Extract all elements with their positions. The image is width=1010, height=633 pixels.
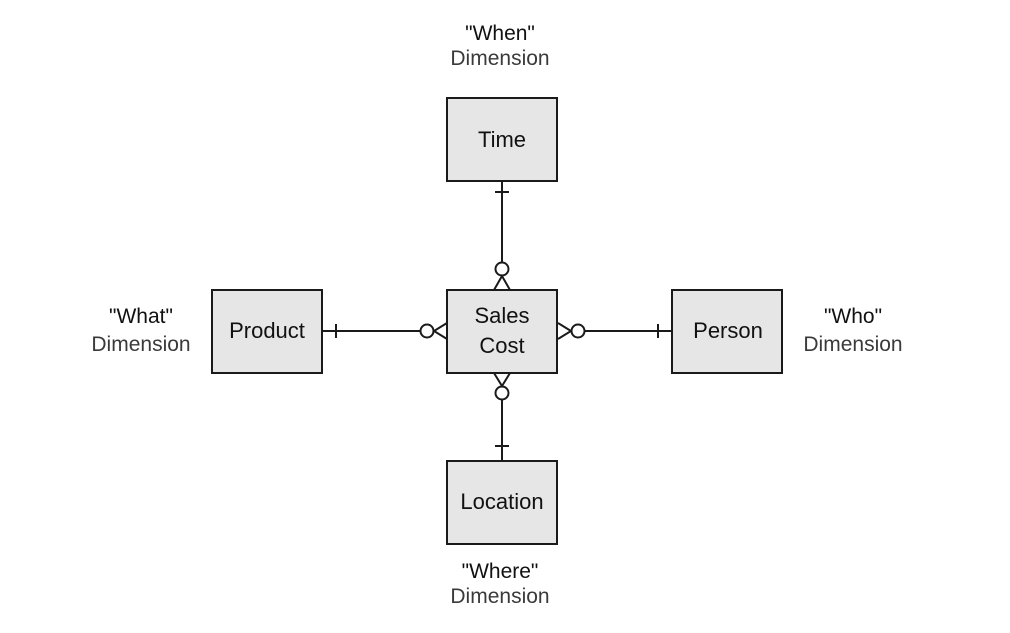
zero-marker — [570, 323, 586, 339]
entity-product: Product — [211, 289, 323, 374]
entity-sales-cost-line2: Cost — [479, 333, 524, 358]
relationship-location-sales — [493, 372, 511, 461]
relationship-product-sales — [322, 322, 448, 340]
caption-where-sub: Dimension — [450, 585, 549, 608]
caption-what-quote: "What" — [109, 305, 173, 328]
many-crowfoot — [432, 322, 448, 340]
entity-sales-cost-line1: Sales — [474, 303, 529, 328]
entity-time-label: Time — [478, 127, 526, 152]
caption-who: "Who" Dimension — [803, 305, 902, 356]
caption-when: "When" Dimension — [450, 22, 549, 70]
relationship-person-sales — [557, 322, 672, 340]
entity-person-box — [671, 289, 783, 374]
caption-who-quote: "Who" — [824, 305, 882, 328]
caption-where: "Where" Dimension — [450, 560, 549, 608]
entity-product-label: Product — [229, 318, 305, 343]
relationship-time-sales — [493, 181, 511, 291]
entity-sales-cost-box — [446, 289, 558, 374]
entity-location: Location — [446, 460, 558, 545]
zero-marker — [494, 261, 510, 277]
zero-marker — [494, 385, 510, 401]
caption-where-quote: "Where" — [462, 560, 539, 583]
many-crowfoot — [493, 273, 511, 291]
entity-person-label: Person — [693, 318, 763, 343]
entity-location-label: Location — [460, 489, 543, 514]
caption-when-sub: Dimension — [450, 47, 549, 70]
entity-sales-cost: Sales Cost — [446, 289, 558, 374]
caption-what: "What" Dimension — [91, 305, 190, 356]
caption-what-sub: Dimension — [91, 333, 190, 356]
entity-location-box — [446, 460, 558, 545]
entity-time: Time — [446, 97, 558, 182]
caption-who-sub: Dimension — [803, 333, 902, 356]
entity-time-box — [446, 97, 558, 182]
caption-when-quote: "When" — [465, 22, 535, 45]
zero-marker — [419, 323, 435, 339]
entity-product-box — [211, 289, 323, 374]
many-crowfoot — [557, 322, 573, 340]
entity-person: Person — [671, 289, 783, 374]
many-crowfoot — [493, 372, 511, 388]
